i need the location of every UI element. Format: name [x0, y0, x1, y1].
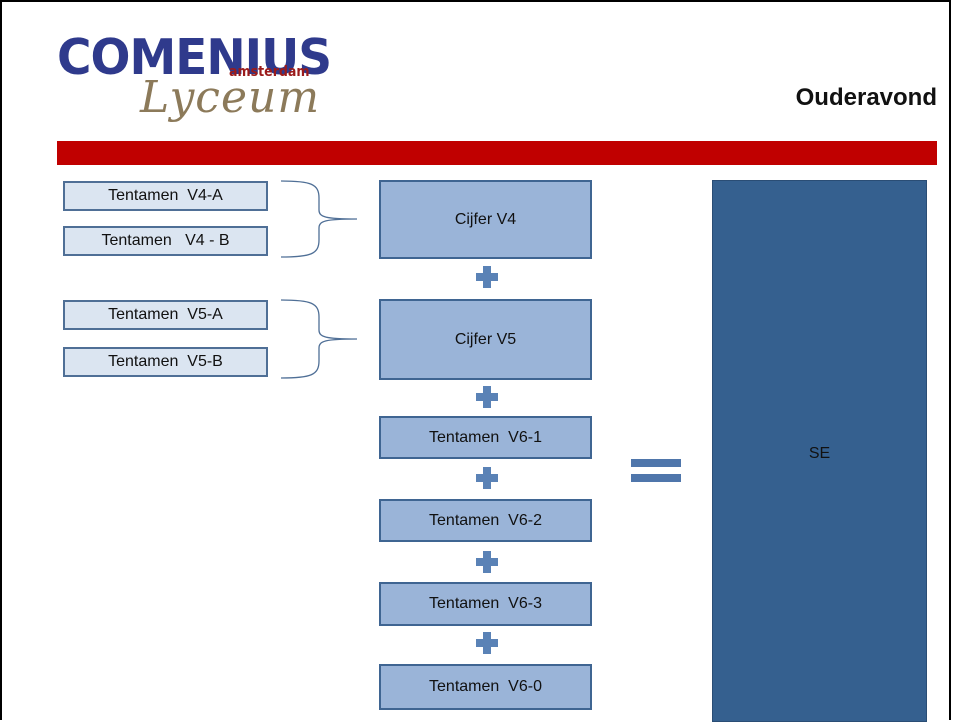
exam-v4-a: Tentamen V4-A — [63, 181, 268, 211]
header-accent-bar — [57, 141, 937, 165]
logo-main-text: COMENIUS — [57, 28, 332, 87]
plus-icon — [476, 266, 498, 288]
equals-icon — [631, 459, 681, 483]
exam-v6-0: Tentamen V6-0 — [379, 664, 592, 710]
plus-icon — [476, 632, 498, 654]
grade-v5: Cijfer V5 — [379, 299, 592, 380]
exam-v6-1: Tentamen V6-1 — [379, 416, 592, 459]
plus-icon — [476, 386, 498, 408]
logo-sub-text: amsterdam — [229, 64, 310, 80]
exam-v6-2: Tentamen V6-2 — [379, 499, 592, 542]
logo-script-text: Lyceum — [140, 72, 321, 123]
brace-v5 — [280, 299, 358, 379]
plus-icon — [476, 551, 498, 573]
grade-v4: Cijfer V4 — [379, 180, 592, 259]
school-logo: COMENIUS amsterdam Lyceum — [57, 29, 332, 125]
se-total: SE — [712, 180, 927, 722]
plus-icon — [476, 467, 498, 489]
exam-v5-b: Tentamen V5-B — [63, 347, 268, 377]
exam-v6-3: Tentamen V6-3 — [379, 582, 592, 626]
exam-v4-b: Tentamen V4 - B — [63, 226, 268, 256]
exam-v5-a: Tentamen V5-A — [63, 300, 268, 330]
brace-v4 — [280, 180, 358, 258]
slide-title: Ouderavond — [795, 84, 937, 111]
